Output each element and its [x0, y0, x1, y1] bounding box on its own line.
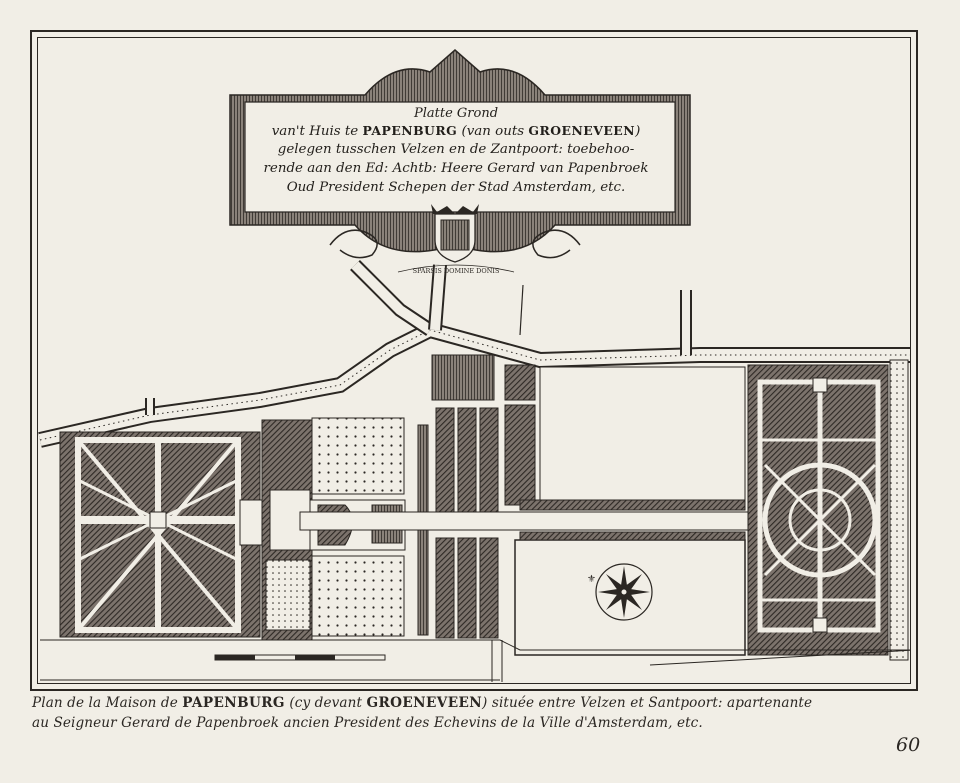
- cartouche-line-2: gelegen tusschen Velzen en de Zantpoort:…: [277, 142, 635, 157]
- svg-text:⚜: ⚜: [587, 574, 596, 585]
- cartouche-line-3: rende aan den Ed: Achtb: Heere Gerard va…: [263, 161, 649, 176]
- cartouche-line-1: van't Huis te PAPENBURG (van outs GROENE…: [271, 123, 641, 139]
- kitchen-garden-beds: [431, 354, 536, 639]
- title-cartouche: [229, 49, 691, 259]
- caption-line-2: au Seigneur Gerard de Papenbroek ancien …: [32, 715, 703, 731]
- cartouche-heading: Platte Grond: [413, 106, 499, 121]
- inner-border: [37, 37, 911, 684]
- cartouche-line-4: Oud President Schepen der Stad Amsterdam…: [286, 180, 626, 195]
- caption-estate-name: PAPENBURG: [182, 695, 285, 711]
- compass-rose-icon: ⚜: [587, 563, 653, 621]
- meadows: [514, 366, 746, 656]
- canals: [40, 639, 910, 682]
- motto-ribbon: SPARSIS DOMINE DONIS: [397, 264, 515, 275]
- scale-bar-icon: [214, 654, 386, 661]
- motto-text: SPARSIS DOMINE DONIS: [413, 267, 500, 275]
- roads: [38, 260, 910, 448]
- page-number: 60: [896, 734, 921, 756]
- former-estate-name: GROENEVEEN: [528, 123, 636, 138]
- caption-line-1: Plan de la Maison de PAPENBURG (cy devan…: [32, 695, 813, 711]
- estate-name: PAPENBURG: [362, 123, 458, 138]
- outer-border: [30, 30, 918, 691]
- left-parterre-garden: [59, 431, 261, 638]
- right-radial-garden: [747, 359, 909, 661]
- estate-plan-map: ⚜: [38, 49, 910, 682]
- coat-of-arms-icon: [431, 204, 479, 263]
- caption-former-name: GROENEVEEN: [366, 695, 483, 711]
